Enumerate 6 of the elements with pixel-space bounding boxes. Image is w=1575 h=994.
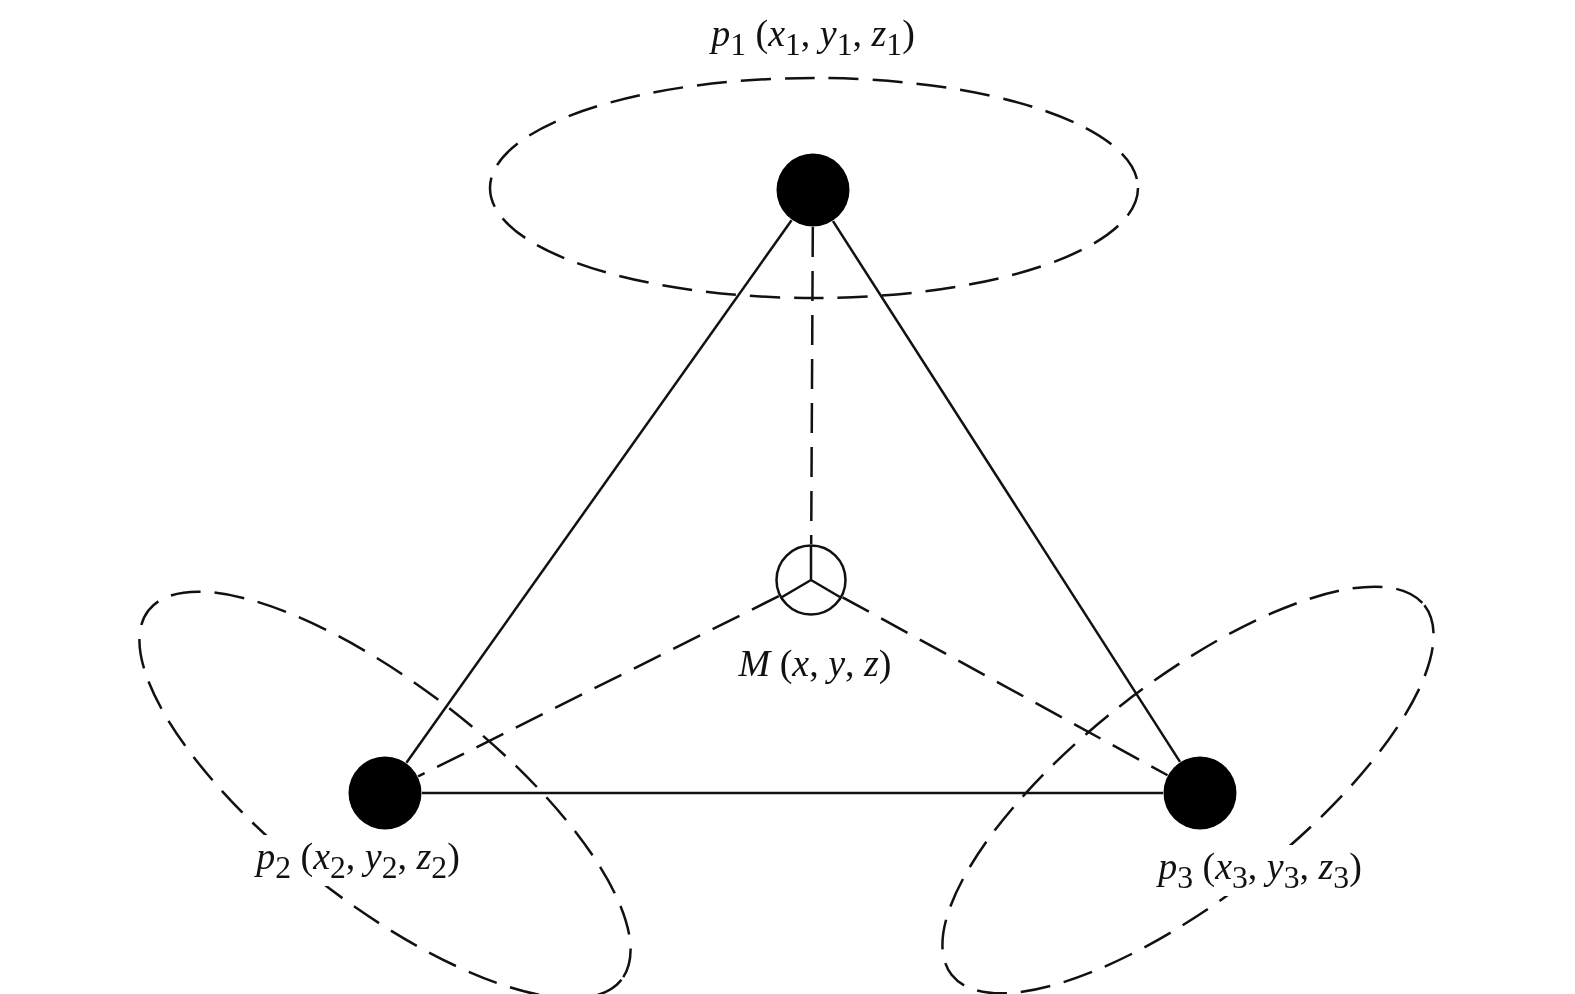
connector-line — [831, 220, 1182, 763]
dashed-line — [809, 227, 815, 544]
connector-line — [422, 791, 1163, 795]
dashed-line — [842, 596, 1169, 777]
connector-line — [405, 219, 793, 764]
dashed-line — [417, 595, 780, 778]
